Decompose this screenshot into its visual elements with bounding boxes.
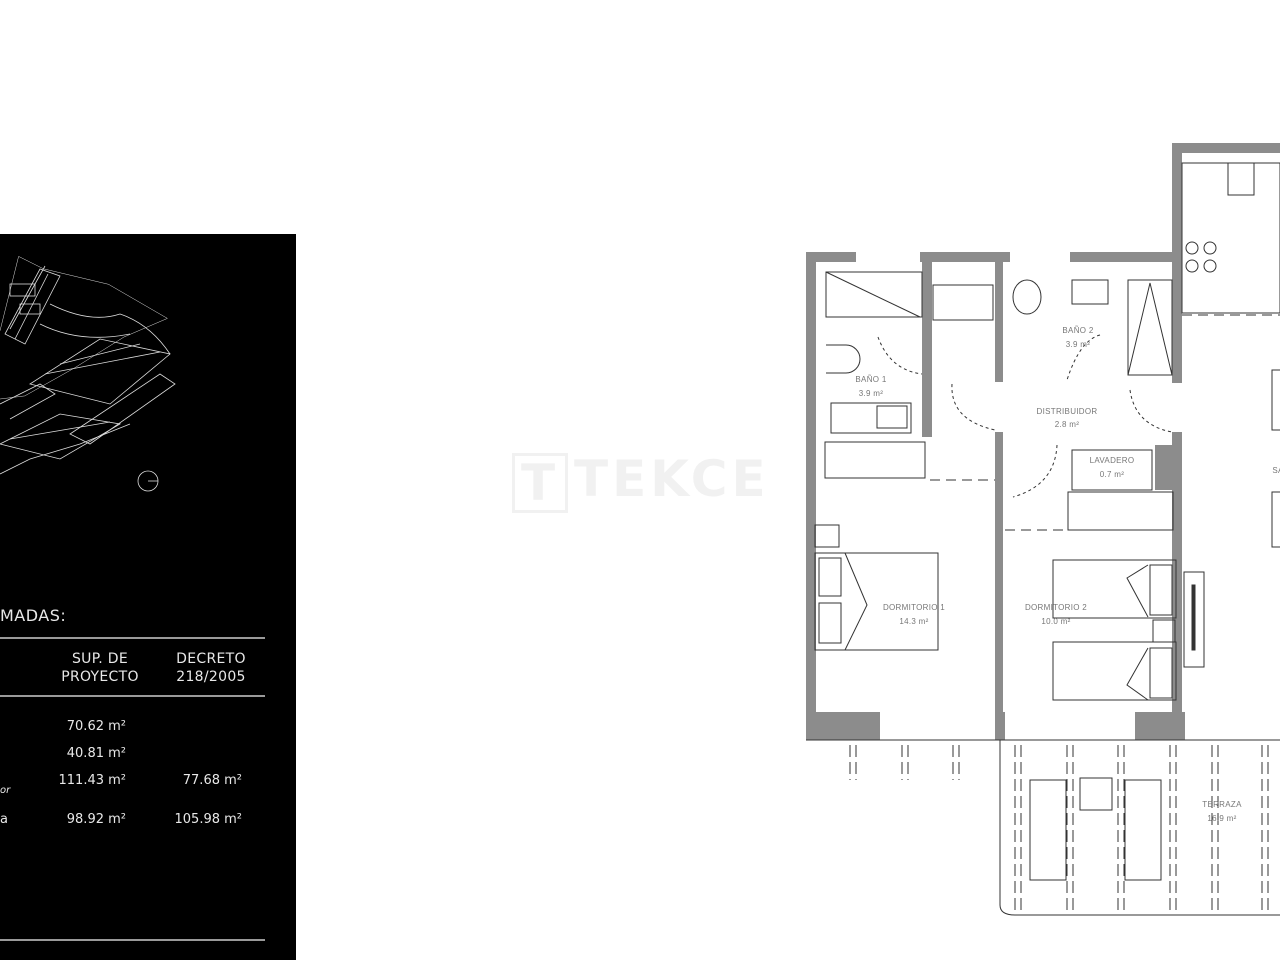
single-bed-icon [1052, 641, 1177, 701]
watermark-text: TEKCE [574, 450, 770, 508]
site-isometric-illustration [0, 256, 176, 492]
table-row: 70.62 m² [0, 719, 296, 739]
tv-unit-icon [1183, 571, 1205, 668]
room-area: 16.9 m² [1207, 814, 1236, 823]
watermark-box: T [512, 452, 568, 513]
single-bed-icon [1052, 559, 1177, 619]
value-decreto: 105.98 m² [174, 812, 243, 827]
room-area: 3.9 m² [859, 389, 884, 398]
room-name: TERRAZA [1202, 800, 1242, 809]
fixtures [814, 162, 1280, 701]
room-name: BAÑO 2 [1062, 326, 1093, 335]
table-row: or 111.43 m² 77.68 m² [0, 773, 296, 803]
cooktop-icon [1185, 241, 1217, 273]
room-area: 14.3 m² [899, 617, 928, 626]
value-proyecto: 70.62 m² [66, 719, 126, 734]
value-proyecto: 40.81 m² [66, 746, 126, 761]
room-name: DORMITORIO 1 [883, 603, 945, 612]
room-name: DISTRIBUIDOR [1037, 407, 1098, 416]
room-name: DORMITORIO 2 [1025, 603, 1087, 612]
value-decreto: 77.68 m² [182, 773, 242, 788]
room-area: 2.8 m² [1055, 420, 1080, 429]
sun-lounger-icon [1029, 779, 1067, 881]
column-header-proyecto: SUP. DE PROYECTO [50, 650, 150, 686]
wardrobe-icon [1067, 491, 1174, 531]
info-panel: MADAS: SUP. DE PROYECTO DECRETO 218/2005 7… [0, 234, 296, 960]
table-heading: MADAS: [0, 606, 67, 625]
door-swings [877, 334, 1173, 498]
room-name: SA [1272, 466, 1280, 475]
room-area: 10.0 m² [1041, 617, 1070, 626]
shower-icon [1127, 279, 1173, 376]
sink-icon [830, 402, 912, 434]
room-area: 3.9 m² [1066, 340, 1091, 349]
table-row: 40.81 m² [0, 746, 296, 766]
row-label: or [0, 785, 11, 796]
sun-lounger-icon [1124, 779, 1162, 881]
wardrobe-icon [824, 441, 926, 479]
column-header-line: DECRETO [176, 651, 246, 667]
value-proyecto: 111.43 m² [58, 773, 127, 788]
room-labels: BAÑO 1 3.9 m² BAÑO 2 3.9 m² DISTRIBUIDOR… [855, 326, 1280, 823]
walls [806, 143, 1280, 740]
sink-icon [1071, 279, 1109, 305]
room-boundaries [930, 314, 1280, 531]
room-name: LAVADERO [1090, 456, 1135, 465]
divider [0, 695, 265, 697]
shower-icon [825, 271, 923, 318]
column-header-line: SUP. DE [71, 651, 129, 667]
column-header-decreto: DECRETO 218/2005 [161, 650, 261, 686]
column-header-line: 218/2005 [176, 669, 246, 685]
double-bed-icon [814, 552, 939, 651]
kitchen-sink-icon [1227, 162, 1255, 196]
divider [0, 637, 265, 639]
room-name: BAÑO 1 [855, 375, 886, 384]
row-label: a [0, 812, 8, 827]
toilet-icon [1012, 279, 1042, 315]
column-header-line: PROYECTO [61, 669, 139, 685]
terrace-railing [806, 739, 1280, 916]
value-proyecto: 98.92 m² [66, 812, 126, 827]
room-area: 0.7 m² [1100, 470, 1125, 479]
table-row: a 98.92 m² 105.98 m² [0, 812, 296, 832]
divider [0, 939, 265, 941]
toilet-icon [826, 344, 861, 374]
